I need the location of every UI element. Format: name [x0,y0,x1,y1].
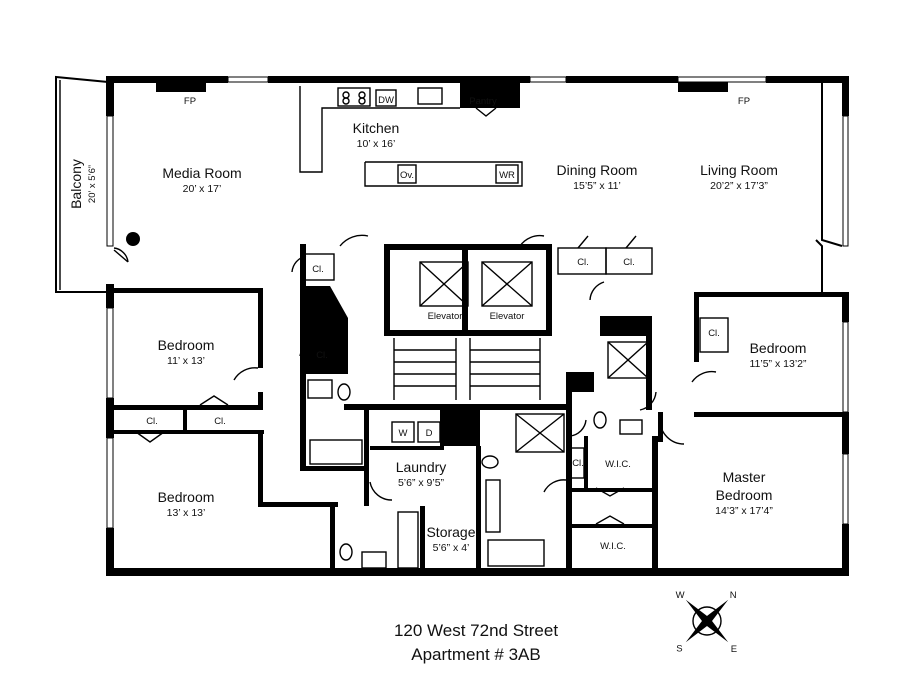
closet-label: Cl. [312,264,324,275]
compass-s: S [676,644,682,655]
compass-e: E [731,644,737,655]
bedroom-2-name: Bedroom [158,489,215,505]
bedroom-3-dims: 11’5” x 13’2” [749,358,807,370]
storage-name: Storage [426,524,475,540]
compass-w: W [676,590,685,601]
compass-n: N [730,590,737,601]
unit-line: Apartment # 3AB [411,645,540,664]
closet-label: Cl. [572,458,584,469]
interior-walls [113,107,844,576]
living-room-name: Living Room [700,162,778,178]
kitchen-wr: WR [499,170,515,181]
address-line: 120 West 72nd Street [394,621,558,640]
closet-label: Cl. [708,328,720,339]
bedroom-1-dims: 11’ x 13’ [167,355,205,367]
closet-label: Cl. [577,257,589,268]
elevator-2-name: Elevator [490,311,525,322]
master-bedroom-dims: 14’3” x 17’4” [715,505,773,517]
kitchen-oven: Ov. [400,170,414,181]
kitchen-pantry: Pantry [469,96,497,107]
column-marker [126,232,140,246]
bedroom-2-dims: 13’ x 13’ [167,507,206,519]
storage-dims: 5’6” x 4’ [433,542,470,554]
balcony-name: Balcony [68,159,84,209]
laundry-dims: 5’6” x 9’5” [398,477,445,489]
kitchen-dims: 10’ x 16’ [357,138,396,150]
kitchen-dw: DW [378,95,394,106]
laundry-washer: W [399,428,408,439]
balcony-dims: 20’ x 5’6” [87,165,98,203]
media-room-fp: FP [184,96,196,107]
closet-label: Cl. [316,350,328,361]
kitchen-name: Kitchen [353,120,400,136]
kitchen-fixtures [299,86,523,187]
dining-room-dims: 15’5” x 11’ [573,180,621,192]
master-bedroom-name-1: Master [723,469,766,485]
closet-label: Cl. [146,416,158,427]
closet-label: Cl. [623,257,635,268]
wic-1-name: W.I.C. [605,459,631,470]
compass: N E S W [676,590,737,655]
wic-2-name: W.I.C. [600,541,626,552]
closet-label: Cl. [214,416,226,427]
living-room-dims: 20’2” x 17’3” [710,180,768,192]
master-bedroom-name-2: Bedroom [716,487,773,503]
laundry-dryer: D [426,428,433,439]
dining-room-name: Dining Room [557,162,638,178]
media-room-name: Media Room [162,165,241,181]
media-room-dims: 20’ x 17’ [183,183,222,195]
laundry-name: Laundry [396,459,447,475]
living-room-fp: FP [738,96,750,107]
elevator-1-name: Elevator [428,311,463,322]
bedroom-3-name: Bedroom [750,340,807,356]
balcony [55,75,109,293]
room-labels: Balcony 20’ x 5’6” FP Media Room 20’ x 1… [68,95,807,554]
bedroom-1-name: Bedroom [158,337,215,353]
